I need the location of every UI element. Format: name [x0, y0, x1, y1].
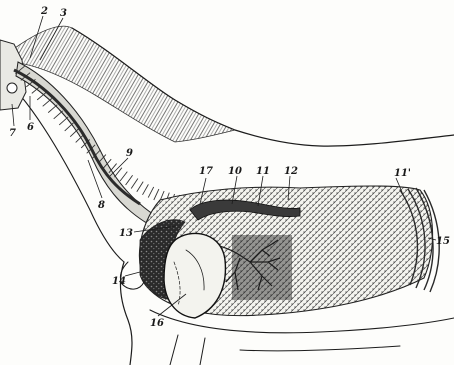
- trachea-ring: [43, 99, 52, 107]
- trachea-ring: [120, 172, 127, 182]
- trachea-ring: [137, 182, 143, 192]
- trachea-ring: [48, 105, 57, 113]
- label-14: 14: [112, 276, 126, 287]
- label-9: 9: [126, 148, 133, 159]
- trachea-ring: [154, 189, 159, 200]
- trachea-ring: [148, 187, 154, 198]
- label-7: 7: [9, 128, 16, 139]
- trachea-ring: [59, 117, 68, 125]
- label-2: 2: [40, 6, 48, 17]
- trachea-ring: [54, 111, 63, 119]
- label-6: 6: [27, 122, 34, 133]
- belly-outline: [170, 335, 400, 365]
- label-11: 11: [256, 166, 270, 177]
- trachea-ring: [126, 175, 133, 185]
- label-17: 17: [199, 166, 213, 177]
- trachea-ring: [114, 168, 122, 177]
- trachea-ring: [65, 123, 74, 131]
- label-8: 8: [98, 200, 105, 211]
- label-11-prime: 11': [394, 168, 411, 179]
- label-10: 10: [228, 166, 242, 177]
- label-13: 13: [119, 228, 133, 239]
- label-12: 12: [284, 166, 298, 177]
- label-3: 3: [60, 8, 67, 19]
- label-16: 16: [150, 318, 164, 329]
- trachea-ring: [143, 184, 149, 194]
- trachea-ring: [131, 179, 138, 189]
- label-15: 15: [436, 236, 450, 247]
- ear-canal-mark: [7, 83, 17, 93]
- bronchial-shadow: [232, 235, 292, 300]
